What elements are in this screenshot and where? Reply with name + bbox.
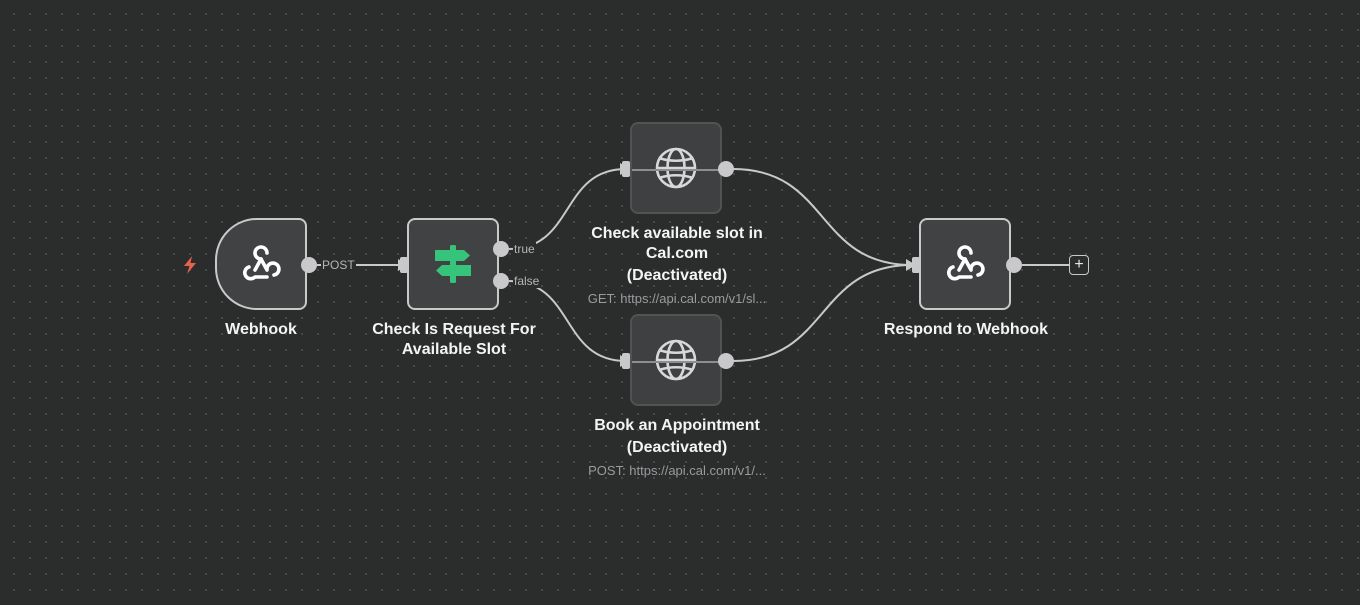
deactivated-strike xyxy=(632,361,720,363)
book-input-handle[interactable] xyxy=(622,353,630,369)
node-subtitle-book-appointment: POST: https://api.cal.com/v1/... xyxy=(588,463,766,478)
webhook-icon xyxy=(947,245,985,281)
connection-book-to-respond[interactable] xyxy=(732,264,913,362)
node-subtitle-check-slot: GET: https://api.cal.com/v1/sl... xyxy=(587,291,767,306)
if-true-output-handle[interactable] xyxy=(493,241,509,257)
deactivated-label: (Deactivated) xyxy=(626,439,728,456)
respond-output-handle[interactable] xyxy=(1006,257,1022,273)
edge-label-true: true xyxy=(513,242,536,256)
label-line: Check Is Request For xyxy=(372,321,536,338)
if-false-output-handle[interactable] xyxy=(493,273,509,289)
node-check-available-slot[interactable] xyxy=(630,122,722,214)
label-line: Available Slot xyxy=(401,341,507,358)
deactivated-strike xyxy=(632,169,720,171)
node-label-webhook: Webhook xyxy=(225,321,297,338)
node-label-check-is-request: Check Is Request For Available Slot xyxy=(344,320,564,360)
globe-icon xyxy=(655,339,697,381)
book-output-handle[interactable] xyxy=(718,353,734,369)
node-label-respond-to-webhook: Respond to Webhook xyxy=(883,321,1049,338)
label-line: Check available slot in xyxy=(591,225,763,242)
deactivated-label: (Deactivated) xyxy=(626,267,728,284)
edge-label-post: POST xyxy=(321,258,356,272)
check-slot-input-handle[interactable] xyxy=(622,161,630,177)
connection-check-slot-to-respond[interactable] xyxy=(732,168,913,266)
edge-label-false: false xyxy=(513,274,541,288)
globe-icon xyxy=(655,147,697,189)
if-input-handle[interactable] xyxy=(400,257,408,273)
node-webhook[interactable] xyxy=(215,218,307,310)
plus-icon: + xyxy=(1074,256,1084,273)
signpost-icon xyxy=(435,245,471,283)
node-check-is-request[interactable] xyxy=(407,218,499,310)
node-book-appointment[interactable] xyxy=(630,314,722,406)
add-node-button[interactable]: + xyxy=(1069,255,1089,275)
label-line: Book an Appointment xyxy=(594,417,760,434)
node-label-book-appointment: Book an Appointment (Deactivated) xyxy=(567,416,787,458)
node-label-check-available-slot: Check available slot in Cal.com (Deactiv… xyxy=(567,224,787,286)
webhook-output-handle[interactable] xyxy=(301,257,317,273)
arrowhead xyxy=(906,259,916,271)
webhook-icon xyxy=(243,245,281,281)
check-slot-output-handle[interactable] xyxy=(718,161,734,177)
node-respond-to-webhook[interactable] xyxy=(919,218,1011,310)
respond-input-handle[interactable] xyxy=(912,257,920,273)
label-line: Cal.com xyxy=(645,245,709,262)
trigger-bolt-icon xyxy=(184,256,196,274)
